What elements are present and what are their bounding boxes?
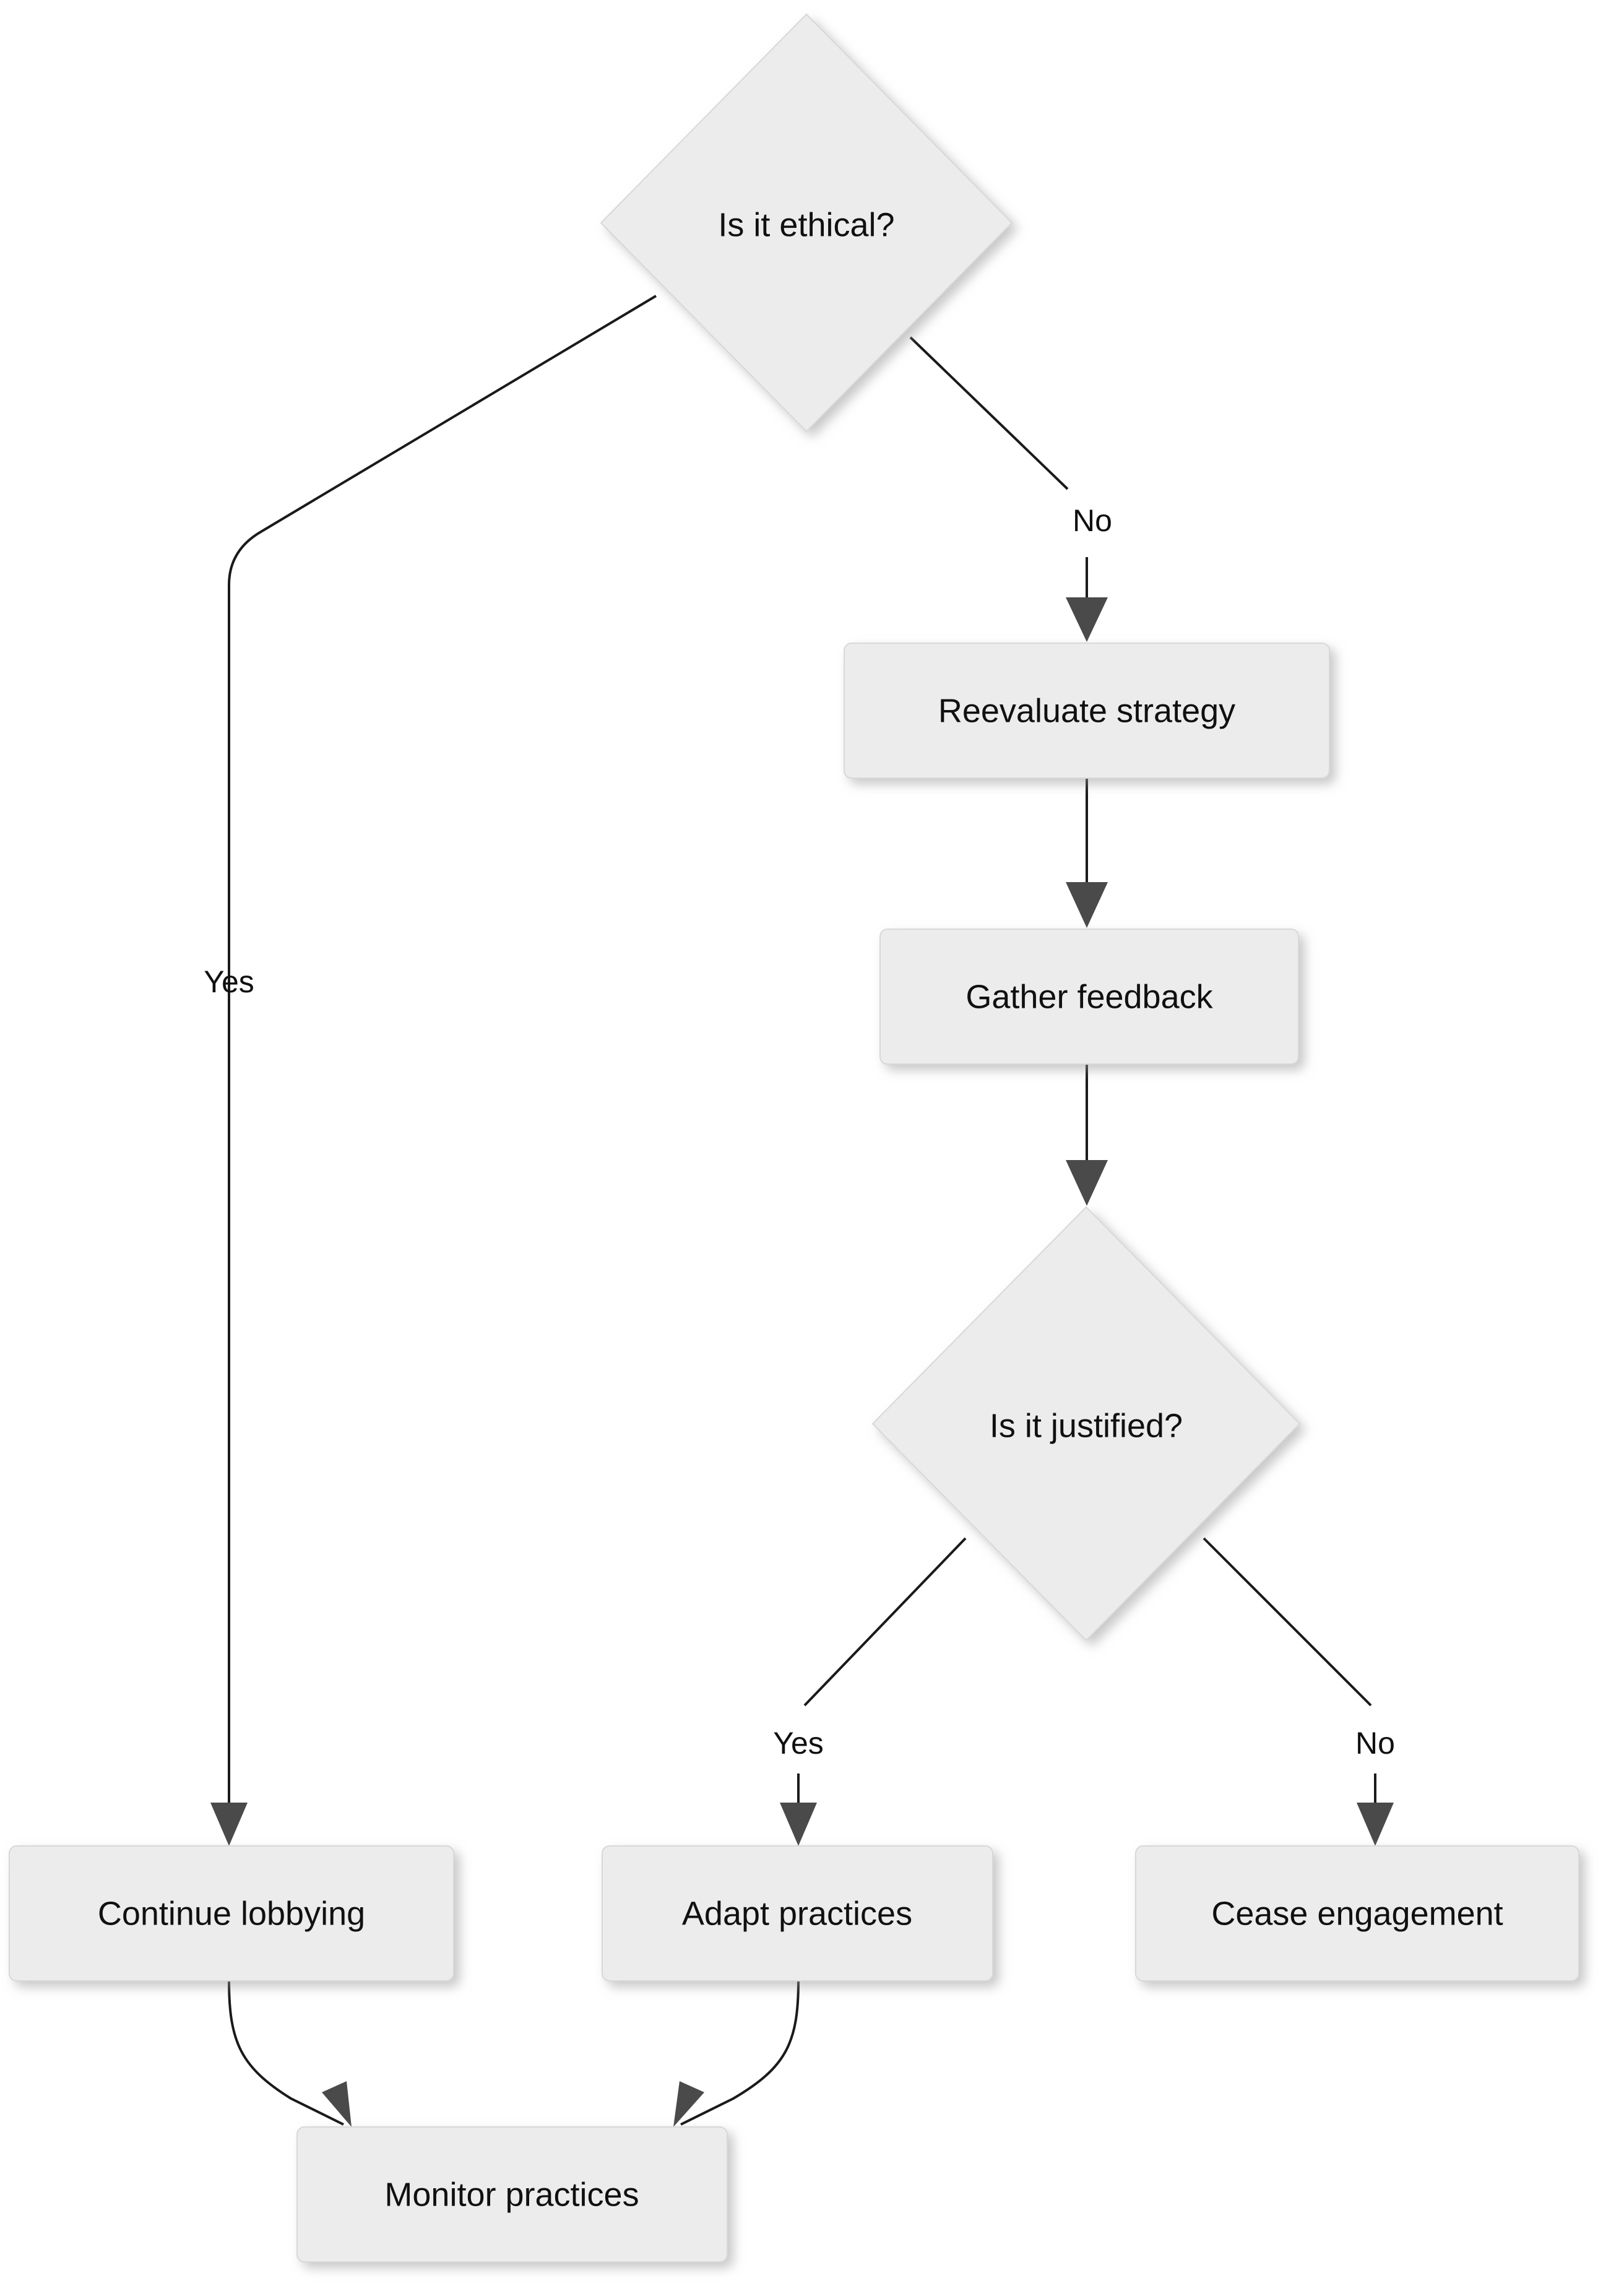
edge-label-ethical-no: No — [1073, 503, 1112, 538]
node-adapt-practices[interactable]: Adapt practices — [602, 1845, 993, 1981]
continue-lobbying-label: Continue lobbying — [98, 1895, 365, 1932]
edge-ethical-no: No — [909, 336, 1112, 642]
edge-reevaluate-gather-arrowhead — [1066, 882, 1108, 928]
edge-ethical-no-arrowhead — [1066, 597, 1108, 642]
edge-label-justified-no: No — [1355, 1726, 1395, 1760]
node-is-justified[interactable]: Is it justified? — [871, 1206, 1301, 1642]
is-ethical-label: Is it ethical? — [718, 206, 894, 243]
reevaluate-strategy-label: Reevaluate strategy — [938, 692, 1235, 729]
is-justified-diamond-shape[interactable] — [871, 1206, 1301, 1642]
is-justified-label: Is it justified? — [990, 1407, 1183, 1444]
node-is-ethical[interactable]: Is it ethical? — [600, 13, 1013, 433]
edge-adapt-monitor-arrowhead — [673, 2081, 704, 2127]
monitor-practices-rect-shape[interactable] — [296, 2126, 728, 2263]
edge-ethical-yes-line — [228, 295, 657, 1814]
edge-ethical-no-diagonal — [909, 336, 1069, 490]
edge-justified-no-diagonal — [1203, 1537, 1372, 1707]
node-monitor-practices[interactable]: Monitor practices — [296, 2126, 728, 2263]
edge-adapt-monitor-line — [680, 1980, 800, 2126]
adapt-practices-label: Adapt practices — [682, 1895, 912, 1932]
edge-continue-monitor-line — [228, 1980, 344, 2126]
reevaluate-strategy-rect-shape[interactable] — [844, 643, 1330, 779]
edge-justified-yes-arrowhead — [780, 1803, 817, 1846]
continue-lobbying-rect-shape[interactable] — [9, 1845, 454, 1981]
node-gather-feedback[interactable]: Gather feedback — [879, 929, 1299, 1065]
node-cease-engagement[interactable]: Cease engagement — [1135, 1845, 1579, 1981]
adapt-practices-rect-shape[interactable] — [602, 1845, 993, 1981]
is-ethical-diamond-shape[interactable] — [600, 13, 1013, 433]
cease-engagement-label: Cease engagement — [1211, 1895, 1503, 1932]
gather-feedback-rect-shape[interactable] — [879, 929, 1299, 1065]
cease-engagement-rect-shape[interactable] — [1135, 1845, 1579, 1981]
edge-gather-justified — [1066, 1064, 1108, 1206]
edge-reevaluate-gather — [1066, 778, 1108, 928]
edge-adapt-monitor — [673, 1980, 800, 2127]
edge-justified-yes: Yes — [773, 1537, 967, 1846]
edge-continue-monitor-arrowhead — [322, 2081, 352, 2127]
edge-label-ethical-yes: Yes — [204, 964, 254, 999]
edge-gather-justified-arrowhead — [1066, 1160, 1108, 1206]
node-continue-lobbying[interactable]: Continue lobbying — [9, 1845, 454, 1981]
edge-justified-no-arrowhead — [1357, 1803, 1394, 1846]
edge-continue-monitor — [228, 1980, 352, 2127]
gather-feedback-label: Gather feedback — [965, 978, 1213, 1015]
edge-ethical-yes-arrowhead — [210, 1803, 248, 1846]
edge-justified-yes-diagonal — [803, 1537, 967, 1707]
monitor-practices-label: Monitor practices — [384, 2176, 639, 2213]
edge-ethical-yes: Yes — [204, 295, 657, 1846]
edge-justified-no: No — [1203, 1537, 1395, 1846]
edge-label-justified-yes: Yes — [773, 1726, 824, 1760]
node-reevaluate-strategy[interactable]: Reevaluate strategy — [844, 643, 1330, 779]
